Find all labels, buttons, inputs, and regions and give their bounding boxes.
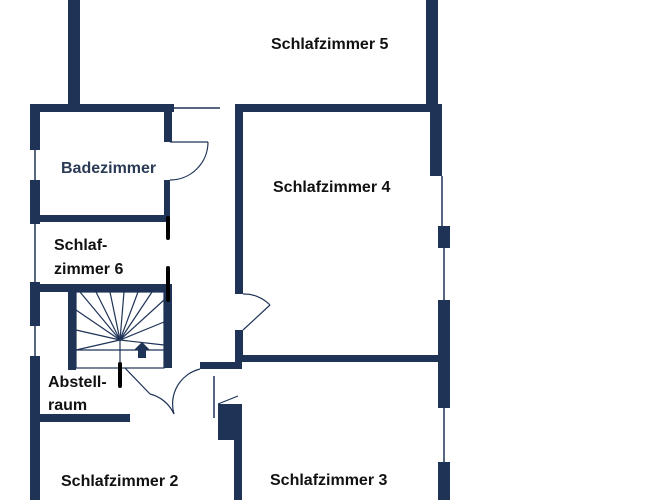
door-bath-arc <box>169 141 209 181</box>
staircase <box>75 291 165 369</box>
stair-step-6 <box>119 291 153 341</box>
door-s4-leaf <box>242 304 271 331</box>
wall-bath-right-lower <box>164 180 170 218</box>
stair-step-8 <box>75 309 121 341</box>
wall-right-lower-2 <box>438 462 450 500</box>
room-label-badezimmer: Badezimmer <box>61 160 156 177</box>
wall-top-left <box>68 0 80 104</box>
wall-s4-bottom <box>235 355 450 362</box>
wall-stair-left <box>68 284 76 370</box>
room-label-abstellraum-line2: raum <box>48 397 87 414</box>
wall-s4-right-2 <box>438 226 450 248</box>
stair-step-4 <box>119 291 125 341</box>
door-s3-leaf <box>217 395 239 405</box>
wall-left-4 <box>30 356 40 500</box>
wall-stair-top <box>40 284 172 292</box>
room-label-schlafzimmer-2: Schlafzimmer 2 <box>61 473 178 490</box>
wall-s3-left-stub <box>218 404 242 440</box>
room-label-schlafzimmer-3: Schlafzimmer 3 <box>270 472 387 489</box>
wall-left-3 <box>30 282 40 326</box>
wall-right-lower-1 <box>438 362 450 408</box>
stair-step-2 <box>95 291 121 341</box>
stair-step-1 <box>79 291 121 341</box>
wall-bath-right <box>164 104 172 142</box>
wall-s4-right-3 <box>438 300 450 362</box>
stair-step-5 <box>119 291 139 341</box>
room-label-schlafzimmer-6-line2: zimmer 6 <box>54 261 123 278</box>
room-label-schlafzimmer-5: Schlafzimmer 5 <box>271 36 388 53</box>
wall-top-right <box>426 0 438 104</box>
wall-s3-left <box>234 404 242 500</box>
window-lines <box>34 107 445 462</box>
wall-s4-right-1 <box>430 104 442 176</box>
wall-top-bottom-left <box>30 104 174 112</box>
wall-s2-bottom-left <box>40 414 126 422</box>
door-swings <box>124 141 271 415</box>
stair-step-7 <box>119 299 165 341</box>
wall-s4-left-lower <box>235 330 243 360</box>
door-storage-arc <box>149 393 175 415</box>
stair-step-9 <box>75 329 121 341</box>
room-label-schlafzimmer-6-line1: Schlaf- <box>54 237 107 254</box>
wall-s4-left <box>235 104 243 294</box>
wall-bath-bottom <box>40 215 166 222</box>
room-label-abstellraum-line1: Abstell- <box>48 374 107 391</box>
wall-hall-stub <box>200 362 242 369</box>
wall-top-bottom-right <box>235 104 438 112</box>
door-storage-leaf <box>124 367 151 395</box>
wall-left-1 <box>30 104 40 150</box>
markers <box>118 216 170 388</box>
door-s3-arc <box>171 368 201 415</box>
walls <box>30 0 450 500</box>
room-label-schlafzimmer-4: Schlafzimmer 4 <box>273 179 390 196</box>
wall-stair-right <box>164 284 172 368</box>
door-s4-arc <box>242 293 271 306</box>
stair-step-10 <box>75 339 121 351</box>
wall-left-2 <box>30 180 40 224</box>
stair-step-3 <box>109 291 121 341</box>
stair-direction-arrow-icon <box>134 342 150 358</box>
stair-step-11 <box>119 321 165 341</box>
